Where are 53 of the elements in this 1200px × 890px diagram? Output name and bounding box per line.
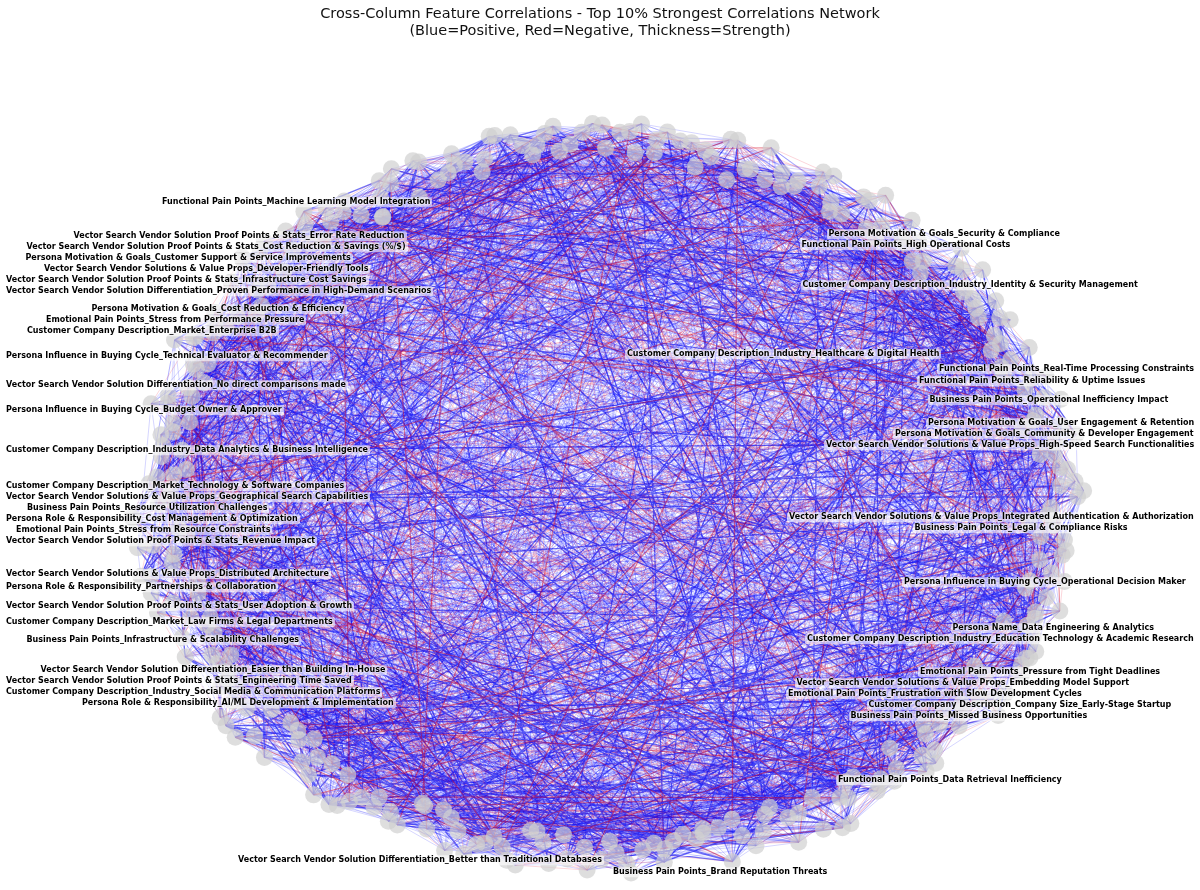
feature-label: Persona Role & Responsibility_Partnerships & Collaboration — [4, 582, 279, 592]
feature-label: Business Pain Points_Operational Inefficiency Impact — [927, 395, 1171, 405]
feature-label: Business Pain Points_Infrastructure & Scalability Challenges — [24, 635, 302, 645]
feature-label: Vector Search Vendor Solution Proof Points & Stats_Infrastructure Cost Savings — [4, 275, 369, 285]
feature-label: Persona Role & Responsibility_Cost Management & Optimization — [4, 514, 300, 524]
feature-label: Emotional Pain Points_Stress from Resource Constraints — [14, 525, 273, 535]
feature-label: Business Pain Points_Resource Utilization Challenges — [25, 503, 270, 513]
feature-label: Vector Search Vendor Solutions & Value Props_Distributed Architecture — [4, 569, 331, 579]
feature-label: Vector Search Vendor Solution Proof Points & Stats_Cost Reduction & Savings (%/$) — [24, 242, 408, 252]
feature-label: Functional Pain Points_Reliability & Uptime Issues — [917, 376, 1148, 386]
chart-title: Cross-Column Feature Correlations - Top 10% Strongest Correlations Network (Blue=Positive, Red=Negative, Thickness=Strength) — [319, 5, 881, 39]
feature-label: Functional Pain Points_Machine Learning Model Integration — [160, 197, 433, 207]
feature-label: Vector Search Vendor Solutions & Value Props_Developer-Friendly Tools — [42, 264, 371, 274]
feature-label: Customer Company Description_Market_Law Firms & Legal Departments — [4, 617, 335, 627]
feature-label: Customer Company Description_Market_Technology & Software Companies — [4, 481, 347, 491]
feature-label: Persona Motivation & Goals_Community & Developer Engagement — [893, 429, 1196, 439]
feature-label: Persona Motivation & Goals_Security & Compliance — [826, 229, 1062, 239]
feature-label: Customer Company Description_Industry_Social Media & Communication Platforms — [4, 687, 383, 697]
feature-label: Customer Company Description_Industry_Healthcare & Digital Health — [625, 349, 942, 359]
feature-label: Vector Search Vendor Solutions & Value Props_Geographical Search Capabilities — [4, 492, 371, 502]
feature-label: Business Pain Points_Missed Business Opportunities — [848, 711, 1090, 721]
feature-label: Vector Search Vendor Solution Differentiation_Better than Traditional Databases — [236, 855, 604, 865]
feature-label: Persona Name_Data Engineering & Analytics — [950, 623, 1156, 633]
feature-label: Emotional Pain Points_Stress from Performance Pressure — [44, 315, 307, 325]
feature-label: Business Pain Points_Brand Reputation Threats — [611, 867, 830, 877]
feature-label: Vector Search Vendor Solution Proof Points & Stats_Revenue Impact — [4, 536, 318, 546]
feature-label: Functional Pain Points_High Operational Costs — [799, 240, 1013, 250]
feature-label: Customer Company Description_Industry_Education Technology & Academic Research — [805, 634, 1196, 644]
feature-label: Emotional Pain Points_Frustration with Slow Development Cycles — [786, 689, 1084, 699]
feature-label: Functional Pain Points_Data Retrieval Inefficiency — [836, 775, 1064, 785]
feature-label: Customer Company Description_Company Size_Early-Stage Startup — [866, 700, 1174, 710]
feature-label: Functional Pain Points_Real-Time Processing Constraints — [937, 364, 1197, 374]
feature-label: Emotional Pain Points_Pressure from Tight Deadlines — [918, 667, 1163, 677]
feature-label: Persona Role & Responsibility_AI/ML Development & Implementation — [80, 698, 396, 708]
feature-label: Vector Search Vendor Solution Proof Points & Stats_Error Rate Reduction — [71, 231, 407, 241]
feature-label: Vector Search Vendor Solution Differentiation_Easier than Building In-House — [38, 665, 388, 675]
feature-label: Vector Search Vendor Solution Differentiation_No direct comparisons made — [4, 380, 348, 390]
feature-label: Persona Motivation & Goals_Customer Support & Service Improvements — [23, 253, 353, 263]
feature-label: Vector Search Vendor Solution Proof Points & Stats_Engineering Time Saved — [4, 676, 354, 686]
feature-label: Vector Search Vendor Solution Proof Points & Stats_User Adoption & Growth — [4, 601, 355, 611]
feature-label: Customer Company Description_Industry_Data Analytics & Business Intelligence — [4, 445, 371, 455]
feature-label: Persona Motivation & Goals_Cost Reduction & Efficiency — [89, 304, 347, 314]
feature-label: Vector Search Vendor Solutions & Value Props_High-Speed Search Functionalities — [824, 440, 1197, 450]
feature-label: Persona Influence in Buying Cycle_Technical Evaluator & Recommender — [4, 351, 330, 361]
feature-label: Persona Motivation & Goals_User Engagement & Retention — [926, 418, 1197, 428]
feature-label: Vector Search Vendor Solutions & Value Props_Embedding Model Support — [794, 678, 1132, 688]
feature-label: Persona Influence in Buying Cycle_Operational Decision Maker — [902, 577, 1188, 587]
feature-label: Vector Search Vendor Solutions & Value Props_Integrated Authentication & Authorization — [787, 512, 1196, 522]
feature-label: Business Pain Points_Legal & Compliance Risks — [912, 523, 1130, 533]
feature-label: Customer Company Description_Market_Enterprise B2B — [25, 326, 279, 336]
feature-label: Persona Influence in Buying Cycle_Budget Owner & Approver — [4, 405, 284, 415]
feature-label: Customer Company Description_Industry_Identity & Security Management — [800, 280, 1140, 290]
feature-label: Vector Search Vendor Solution Differentiation_Proven Performance in High-Demand Scenarios — [4, 286, 434, 296]
